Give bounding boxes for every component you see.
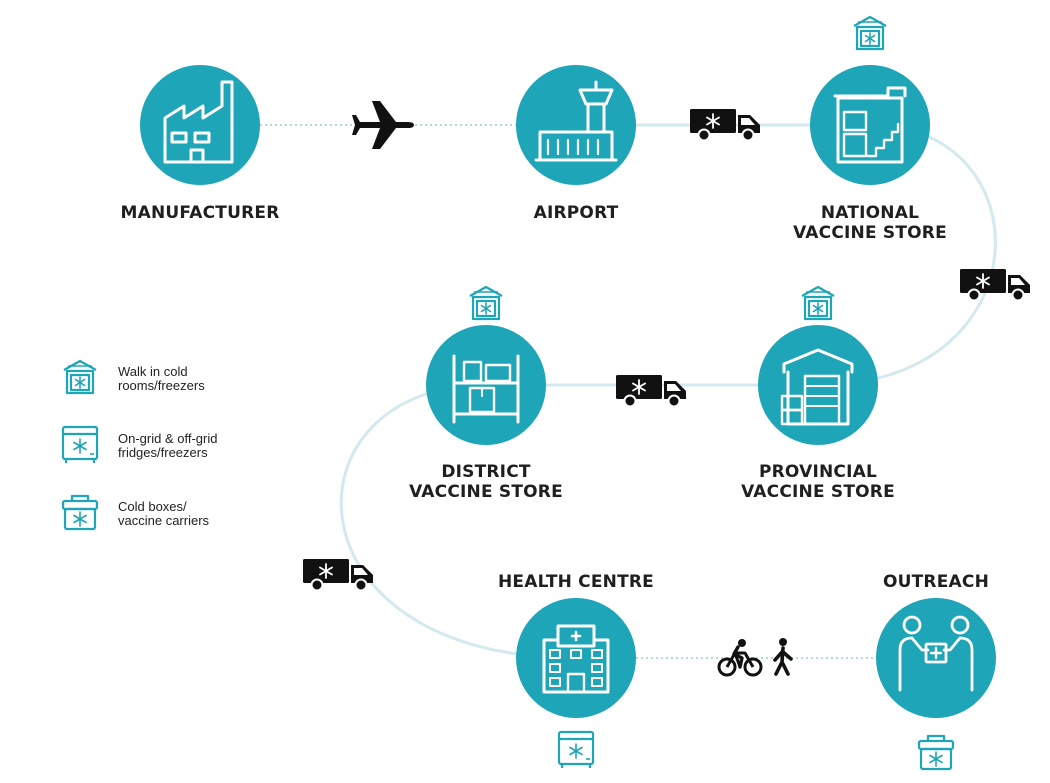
node-national-vaccine-store: [810, 65, 930, 185]
legend-walk-in-line2: rooms/freezers: [118, 378, 205, 393]
legend-cold-boxes-line2: vaccine carriers: [118, 513, 210, 528]
node-airport: [516, 65, 636, 185]
legend-walk-in-line1: Walk in cold: [118, 364, 188, 379]
legend-fridges-text: On-grid & off-grid fridges/freezers: [118, 432, 217, 460]
label-district-line1: DISTRICT: [441, 462, 531, 482]
node-outreach: [876, 598, 996, 718]
legend-fridges-line1: On-grid & off-grid: [118, 431, 218, 446]
legend-walk-in-text: Walk in cold rooms/freezers: [118, 365, 205, 393]
hospital-icon: [542, 624, 610, 694]
label-manufacturer: MANUFACTURER: [120, 203, 280, 223]
label-provincial-line1: PROVINCIAL: [758, 462, 878, 482]
fridge-icon: [557, 730, 595, 770]
warehouse-door-icon: [780, 348, 854, 426]
legend-cold-box-icon: [61, 494, 99, 531]
warehouse-stairs-icon: [833, 86, 907, 164]
label-provincial-vaccine-store: PROVINCIAL VACCINE STORE: [708, 462, 928, 502]
label-health-centre: HEALTH CENTRE: [498, 572, 654, 592]
label-provincial-line2: VACCINE STORE: [741, 482, 895, 502]
label-national-line1: NATIONAL: [820, 203, 920, 223]
shelves-boxes-icon: [452, 354, 520, 424]
node-manufacturer: [140, 65, 260, 185]
node-provincial-vaccine-store: [758, 325, 878, 445]
label-district-vaccine-store: DISTRICT VACCINE STORE: [376, 462, 596, 502]
legend-fridges-line2: fridges/freezers: [118, 445, 208, 460]
factory-icon: [163, 80, 234, 164]
label-national-line2: VACCINE STORE: [793, 223, 947, 243]
label-national-vaccine-store: NATIONAL VACCINE STORE: [760, 203, 980, 243]
legend-cold-boxes-line1: Cold boxes/: [118, 499, 187, 514]
label-district-line2: VACCINE STORE: [409, 482, 563, 502]
hand-over-icon: [898, 615, 974, 692]
label-airport: AIRPORT: [533, 203, 619, 223]
cold-room-icon: [852, 15, 888, 51]
airport-tower-icon: [534, 80, 618, 162]
bicycle-icon: [717, 639, 763, 677]
legend-cold-room-icon: [62, 359, 98, 395]
truck-national-to-provincial-icon: [959, 268, 1031, 302]
walker-icon: [773, 638, 793, 676]
airplane-icon: [352, 101, 414, 149]
truck-airport-to-national-icon: [689, 108, 761, 142]
node-health-centre: [516, 598, 636, 718]
label-outreach: OUTREACH: [882, 572, 989, 592]
truck-district-to-health-icon: [302, 558, 374, 592]
legend-fridge-icon: [61, 425, 99, 465]
cold-room-icon: [800, 285, 836, 321]
truck-provincial-to-district-icon: [615, 374, 687, 408]
cold-room-icon: [468, 285, 504, 321]
node-district-vaccine-store: [426, 325, 546, 445]
cold-box-icon: [917, 734, 955, 771]
legend-cold-boxes-text: Cold boxes/ vaccine carriers: [118, 500, 209, 528]
